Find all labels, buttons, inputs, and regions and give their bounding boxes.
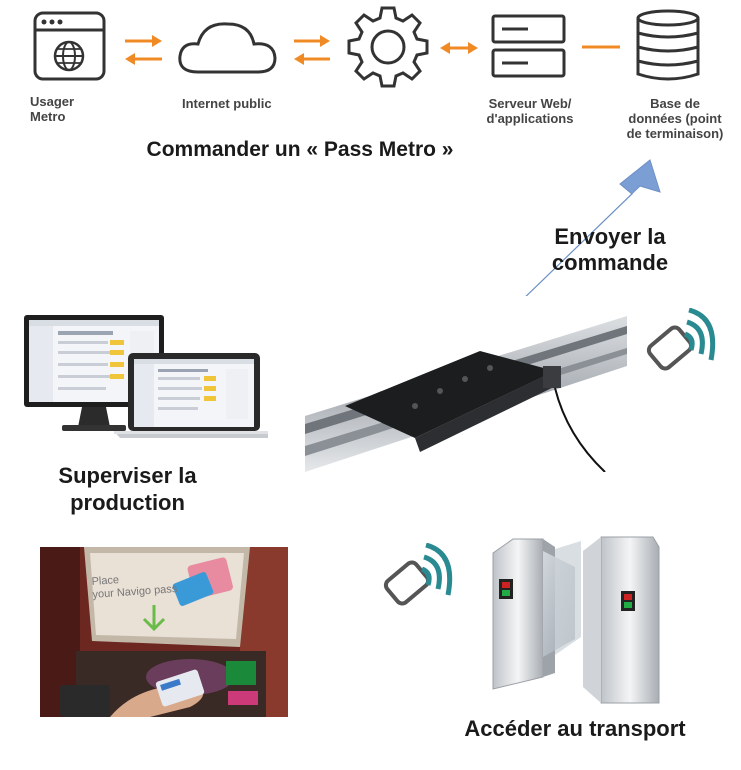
nfc-icon-top [646, 308, 716, 371]
flow-diagram [33, 6, 700, 88]
label-user-line2: Metro [30, 109, 66, 124]
label-server-line1: Serveur Web/ [488, 96, 572, 111]
caption-supervise-line1: Superviser la [58, 463, 197, 488]
nfc-icon-bottom [383, 543, 453, 606]
caption-send-line1: Envoyer la [554, 224, 666, 249]
laptop [114, 353, 268, 438]
monitors-image [24, 315, 268, 438]
kiosk-photo: Place your Navigo pass [40, 547, 288, 717]
label-database-line2: données (point [628, 111, 722, 126]
turnstile-gates-image [492, 536, 660, 704]
cloud-icon [178, 22, 277, 74]
caption-access: Accéder au transport [464, 716, 686, 741]
caption-send: Envoyer la commande [540, 224, 680, 276]
label-server-line2: d'applications [486, 111, 574, 126]
label-database-line1: Base de [650, 96, 700, 111]
label-user-line1: Usager [30, 94, 75, 109]
bidirectional-arrow-2 [294, 35, 330, 65]
server-icon [491, 14, 566, 78]
browser-globe-icon [33, 11, 106, 81]
label-server: Serveur Web/ d'applications [480, 96, 580, 126]
label-database-line3: de terminaison) [626, 126, 724, 141]
bidirectional-arrow-3 [440, 42, 478, 54]
label-internet: Internet public [182, 96, 272, 111]
linear-axis-image [305, 296, 627, 472]
label-user: Usager Metro [30, 94, 74, 124]
database-icon [636, 9, 700, 81]
bidirectional-arrow-1 [125, 35, 162, 65]
caption-supervise-line2: production [70, 490, 185, 515]
caption-send-line2: commande [551, 250, 669, 275]
caption-supervise: Superviser la production [30, 462, 225, 516]
gear-icon [347, 6, 429, 88]
kiosk-scene [40, 547, 288, 717]
label-database: Base de données (point de terminaison) [616, 96, 734, 141]
caption-order: Commander un « Pass Metro » [146, 138, 454, 161]
